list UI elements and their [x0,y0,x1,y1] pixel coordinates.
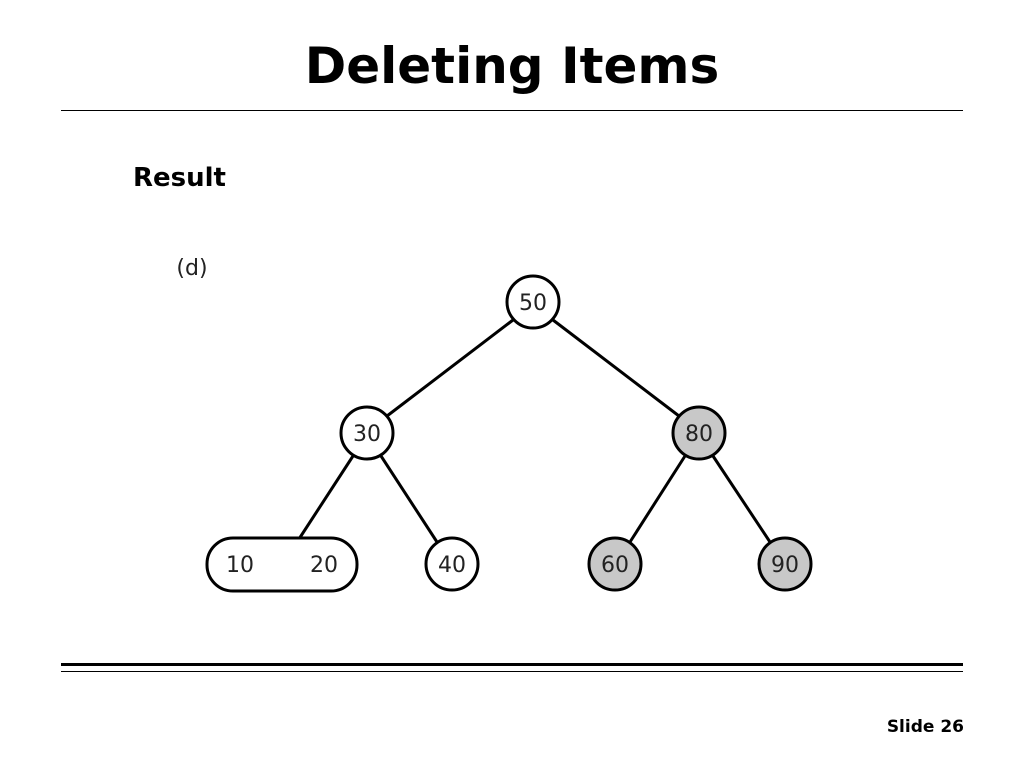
node-circle [339,405,395,461]
edge-80-90 [711,455,772,543]
node-value: 90 [771,553,799,578]
tree-node-left-left: 10 20 [205,536,359,593]
node-circle-highlighted [757,536,813,592]
edge-30-1020 [297,455,355,540]
node-value: 30 [353,422,381,447]
node-value-second: 20 [310,553,338,578]
node-value: 40 [438,553,466,578]
node-circle-highlighted [671,405,727,461]
node-circle [505,274,561,330]
node-value: 80 [685,422,713,447]
edge-30-40 [379,455,439,543]
node-value-first: 10 [226,553,254,578]
title-divider [61,110,963,111]
node-pill [205,536,359,593]
edge-50-30 [386,318,514,418]
section-heading: Result [133,163,226,193]
footer-divider-thick [61,663,963,666]
tree-node-right: 80 [671,405,727,461]
panel-label: (d) [176,256,207,281]
edge-50-80 [552,318,680,418]
footer-divider-thin [61,671,963,672]
tree-node-right-left: 60 [587,536,643,592]
node-value: 50 [519,291,547,316]
tree-node-right-right: 90 [757,536,813,592]
tree-node-left-right: 40 [424,536,480,592]
tree-node-root: 50 [505,274,561,330]
slide-number: Slide 26 [886,717,964,737]
edge-80-60 [628,455,687,543]
node-circle [424,536,480,592]
tree-node-left: 30 [339,405,395,461]
node-circle-highlighted [587,536,643,592]
node-value: 60 [601,553,629,578]
slide-title: Deleting Items [304,37,720,95]
